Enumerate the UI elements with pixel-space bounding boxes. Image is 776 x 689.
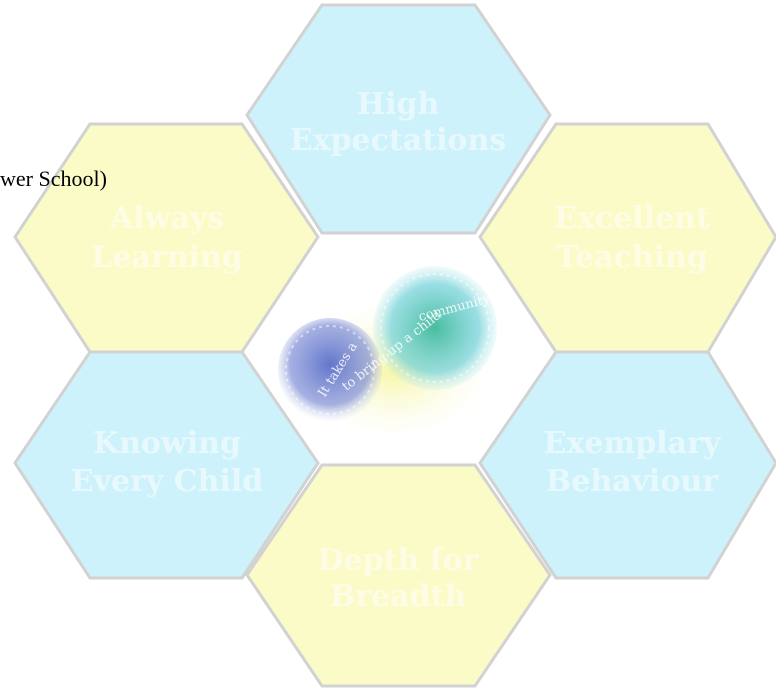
hexagon-high-expectations <box>245 3 552 235</box>
logo-green-ring <box>380 273 490 383</box>
hexagon-depth-for-breadth <box>245 463 552 688</box>
logo-blue-ring <box>285 325 375 415</box>
hexagon-always-learning <box>13 122 320 354</box>
center-logo: It takes a to bring up a child community <box>278 266 497 440</box>
exemplary-behaviour-line1: Exemplary <box>544 426 722 461</box>
logo-blue-bubble <box>278 318 382 422</box>
always-learning-line1: Always <box>109 201 224 236</box>
knowing-every-child-line2: Every Child <box>71 464 264 499</box>
excellent-teaching-line2: Teaching <box>556 240 708 275</box>
hexagon-excellent-teaching <box>478 122 776 354</box>
depth-for-breadth-line2: Breadth <box>330 579 467 614</box>
overlay-school-text: wer School) <box>0 166 107 191</box>
knowing-every-child-line1: Knowing <box>93 426 241 461</box>
hexagon-knowing-every-child <box>13 350 320 580</box>
high-expectations-line1: High <box>357 87 440 122</box>
exemplary-behaviour-line2: Behaviour <box>546 464 719 499</box>
hexagon-shapes <box>13 3 776 688</box>
hexagon-exemplary-behaviour <box>478 350 776 580</box>
always-learning-line2: Learning <box>91 240 242 275</box>
hexagon-labels: High Expectations Always Learning Excell… <box>71 87 722 614</box>
depth-for-breadth-line1: Depth for <box>318 543 480 578</box>
logo-green-bubble <box>373 266 497 390</box>
high-expectations-line2: Expectations <box>290 123 506 158</box>
excellent-teaching-line1: Excellent <box>554 201 710 236</box>
